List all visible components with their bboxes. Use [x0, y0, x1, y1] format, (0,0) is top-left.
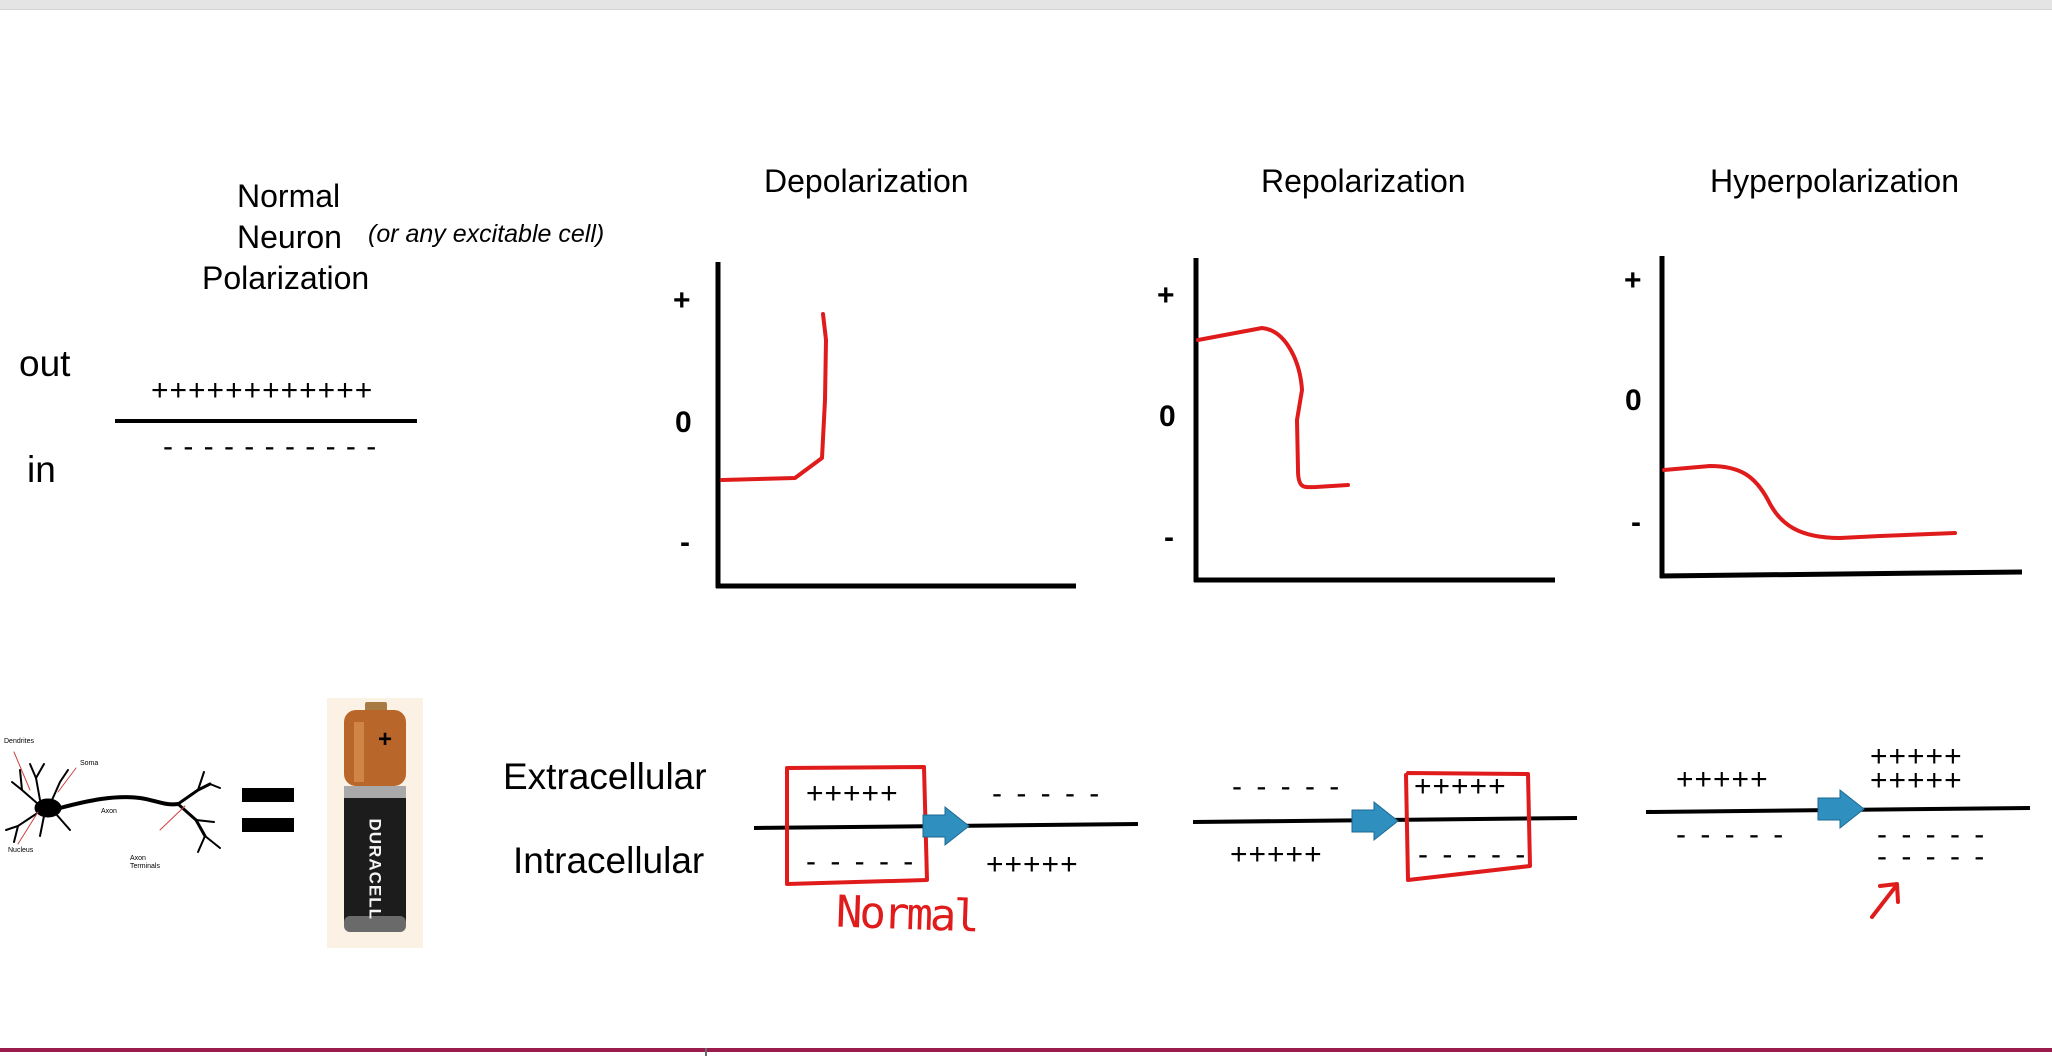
title-line-neuron: Neuron — [237, 219, 342, 255]
out-label: out — [19, 343, 71, 384]
equals-sign — [242, 788, 294, 832]
cell-membrane-line — [115, 419, 417, 423]
graph2-minus-label: - — [1164, 521, 1174, 554]
d1-inside-positive: +++++ — [986, 848, 1079, 881]
graph-title-depolarization: Depolarization — [764, 163, 969, 199]
title-line-polarization: Polarization — [202, 260, 370, 296]
extracellular-label: Extracellular — [503, 756, 707, 797]
hyperpolarization-curve — [1662, 464, 1957, 540]
ion-flow-arrow-2 — [1351, 800, 1399, 842]
d2-outside-negative: - - - - - — [1232, 770, 1343, 803]
graph3-minus-label: - — [1631, 506, 1641, 539]
graph3-plus-label: + — [1624, 264, 1642, 297]
d3-inside-negative-right-1: - - - - - — [1877, 818, 1988, 851]
d3-inside-negative-left: - - - - - — [1676, 818, 1787, 851]
battery-plus-sign: + — [378, 726, 393, 753]
title-line-normal: Normal — [237, 178, 341, 214]
neuron-label-dendrites: Dendrites — [4, 738, 34, 745]
graph3-axes — [1659, 256, 2023, 579]
window-top-bar — [0, 0, 2052, 10]
graph2-axes — [1193, 258, 1555, 583]
ion-flow-arrow-3 — [1817, 788, 1865, 830]
highlight-box-diagram2 — [1404, 771, 1532, 882]
in-label: in — [27, 449, 56, 490]
d3-outside-positive-right-1: +++++ — [1870, 740, 1963, 773]
normal-annotation: Normal — [835, 886, 978, 943]
repolarization-curve — [1196, 326, 1350, 490]
neuron-label-axon: Axon — [101, 808, 117, 815]
graph-title-hyperpolarization: Hyperpolarization — [1710, 163, 1960, 199]
window-bottom-bar — [0, 1048, 2052, 1052]
graph2-zero-label: 0 — [1159, 400, 1176, 433]
neuron-label-axon-terminals: Axon Terminals — [130, 855, 160, 870]
intracellular-label: Intracellular — [513, 840, 705, 881]
graph3-zero-label: 0 — [1625, 384, 1642, 417]
battery-brand-label: DURACELL — [365, 818, 385, 921]
ion-flow-arrow-1 — [922, 805, 970, 847]
neuron-label-soma: Soma — [80, 760, 99, 767]
d1-outside-positive: +++++ — [806, 777, 899, 810]
d3-outside-positive-left: +++++ — [1676, 763, 1769, 796]
neuron-label-nucleus: Nucleus — [8, 847, 34, 854]
graph1-zero-label: 0 — [675, 406, 692, 439]
graph-title-repolarization: Repolarization — [1261, 163, 1466, 199]
highlight-box-diagram1 — [785, 765, 929, 886]
graph1-plus-label: + — [673, 284, 691, 317]
graph1-axes — [715, 262, 1076, 589]
d3-inside-negative-right-2: - - - - - — [1877, 840, 1988, 873]
depolarization-curve — [720, 312, 828, 482]
excitable-cell-note: (or any excitable cell) — [368, 220, 605, 248]
graph1-minus-label: - — [680, 526, 690, 559]
d2-outside-positive: +++++ — [1414, 770, 1507, 803]
battery-image — [327, 698, 423, 948]
d1-outside-negative: - - - - - — [992, 777, 1103, 810]
inside-negative-charges: - - - - - - - - - - - — [163, 430, 378, 463]
window-bottom-divider — [705, 1048, 707, 1056]
d2-inside-positive: +++++ — [1230, 838, 1323, 871]
d3-outside-positive-right-2: +++++ — [1870, 764, 1963, 797]
graph2-plus-label: + — [1157, 279, 1175, 312]
outside-positive-charges: ++++++++++++ — [151, 374, 374, 407]
d2-inside-negative: - - - - - — [1418, 838, 1529, 871]
red-annotation-arrow — [1870, 882, 1900, 919]
neuron-sketch — [5, 751, 221, 853]
d1-inside-negative: - - - - - — [806, 845, 917, 878]
